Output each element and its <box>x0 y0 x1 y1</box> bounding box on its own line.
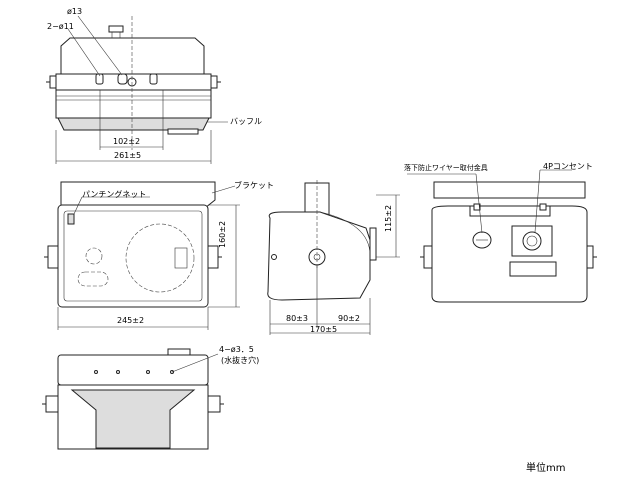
bracket-label: ブラケット <box>234 181 274 190</box>
dim-115: 115±2 <box>384 204 393 232</box>
punching-net-label: パンチングネット <box>82 190 147 199</box>
rear-view <box>407 169 597 303</box>
dim-90: 90±2 <box>338 314 360 323</box>
dim-160: 160±2 <box>218 220 227 248</box>
front-view <box>44 181 240 330</box>
holes-2-label: 2−ø11 <box>47 22 74 31</box>
baffle-label: バッフル <box>230 117 262 126</box>
hole-diameter-label: ø13 <box>67 7 83 16</box>
dim-245: 245±2 <box>117 316 145 325</box>
bottom-view <box>42 348 224 450</box>
unit-label: 単位mm <box>526 463 566 474</box>
dim-170: 170±5 <box>310 325 338 334</box>
dim-102: 102±2 <box>113 137 141 146</box>
top-view <box>46 15 228 164</box>
drain-label: (水抜き穴) <box>221 356 260 365</box>
holes-4-label: 4−ø3．5 <box>219 345 254 354</box>
connector-label: 4Pコンセント <box>543 162 593 171</box>
dim-261: 261±5 <box>114 151 142 160</box>
fall-wire-label: 落下防止ワイヤー取付金具 <box>404 164 488 172</box>
side-view <box>267 180 400 335</box>
dim-80: 80±3 <box>286 314 308 323</box>
